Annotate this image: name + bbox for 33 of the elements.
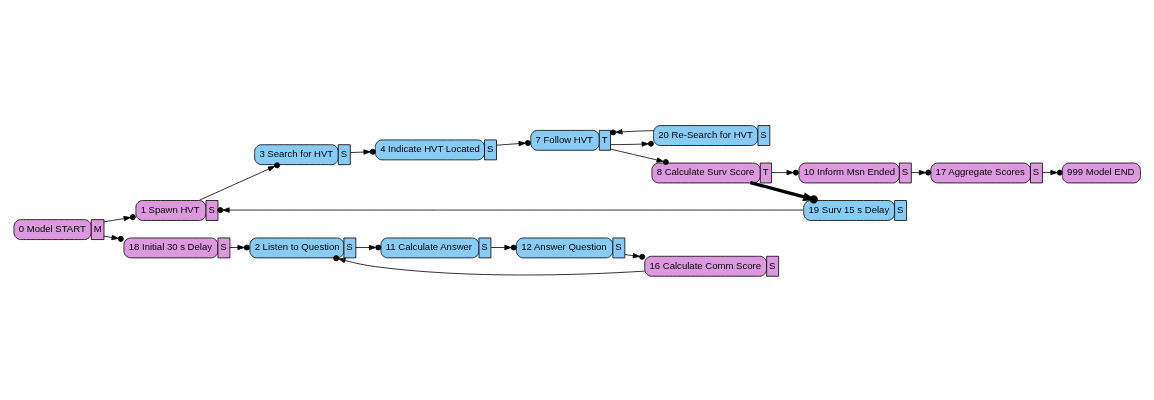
- arrow: [610, 148, 669, 165]
- node-label: S: [220, 240, 227, 252]
- node-label: T: [601, 133, 608, 145]
- arrow: [333, 254, 646, 275]
- arrow: [103, 234, 124, 242]
- arrow: [496, 139, 531, 146]
- arrow: [610, 140, 654, 147]
- arrow: [750, 180, 818, 204]
- arrow: [103, 213, 136, 222]
- node-label: S: [769, 259, 776, 271]
- node-label: S: [486, 142, 494, 154]
- node-label: T: [762, 165, 769, 177]
- arrow: [350, 148, 376, 155]
- arrow: [199, 161, 281, 200]
- node-label: S: [1032, 165, 1040, 177]
- node-label: S: [760, 128, 767, 140]
- node-label: S: [208, 203, 215, 215]
- arrow: [771, 169, 799, 176]
- node-label: S: [615, 240, 622, 252]
- node-label: S: [346, 240, 353, 252]
- arrow: [490, 244, 517, 250]
- arrow: [217, 206, 804, 213]
- arrow: [610, 128, 654, 135]
- arrow: [910, 169, 932, 176]
- arrow: [1042, 169, 1063, 176]
- node-label: S: [901, 165, 909, 177]
- node-label: S: [340, 147, 348, 159]
- node-label: M: [93, 222, 102, 234]
- arrow: [229, 244, 250, 250]
- node-label: S: [481, 240, 488, 252]
- arrow: [355, 244, 382, 250]
- arrow: [624, 252, 646, 260]
- node-label: S: [896, 203, 904, 215]
